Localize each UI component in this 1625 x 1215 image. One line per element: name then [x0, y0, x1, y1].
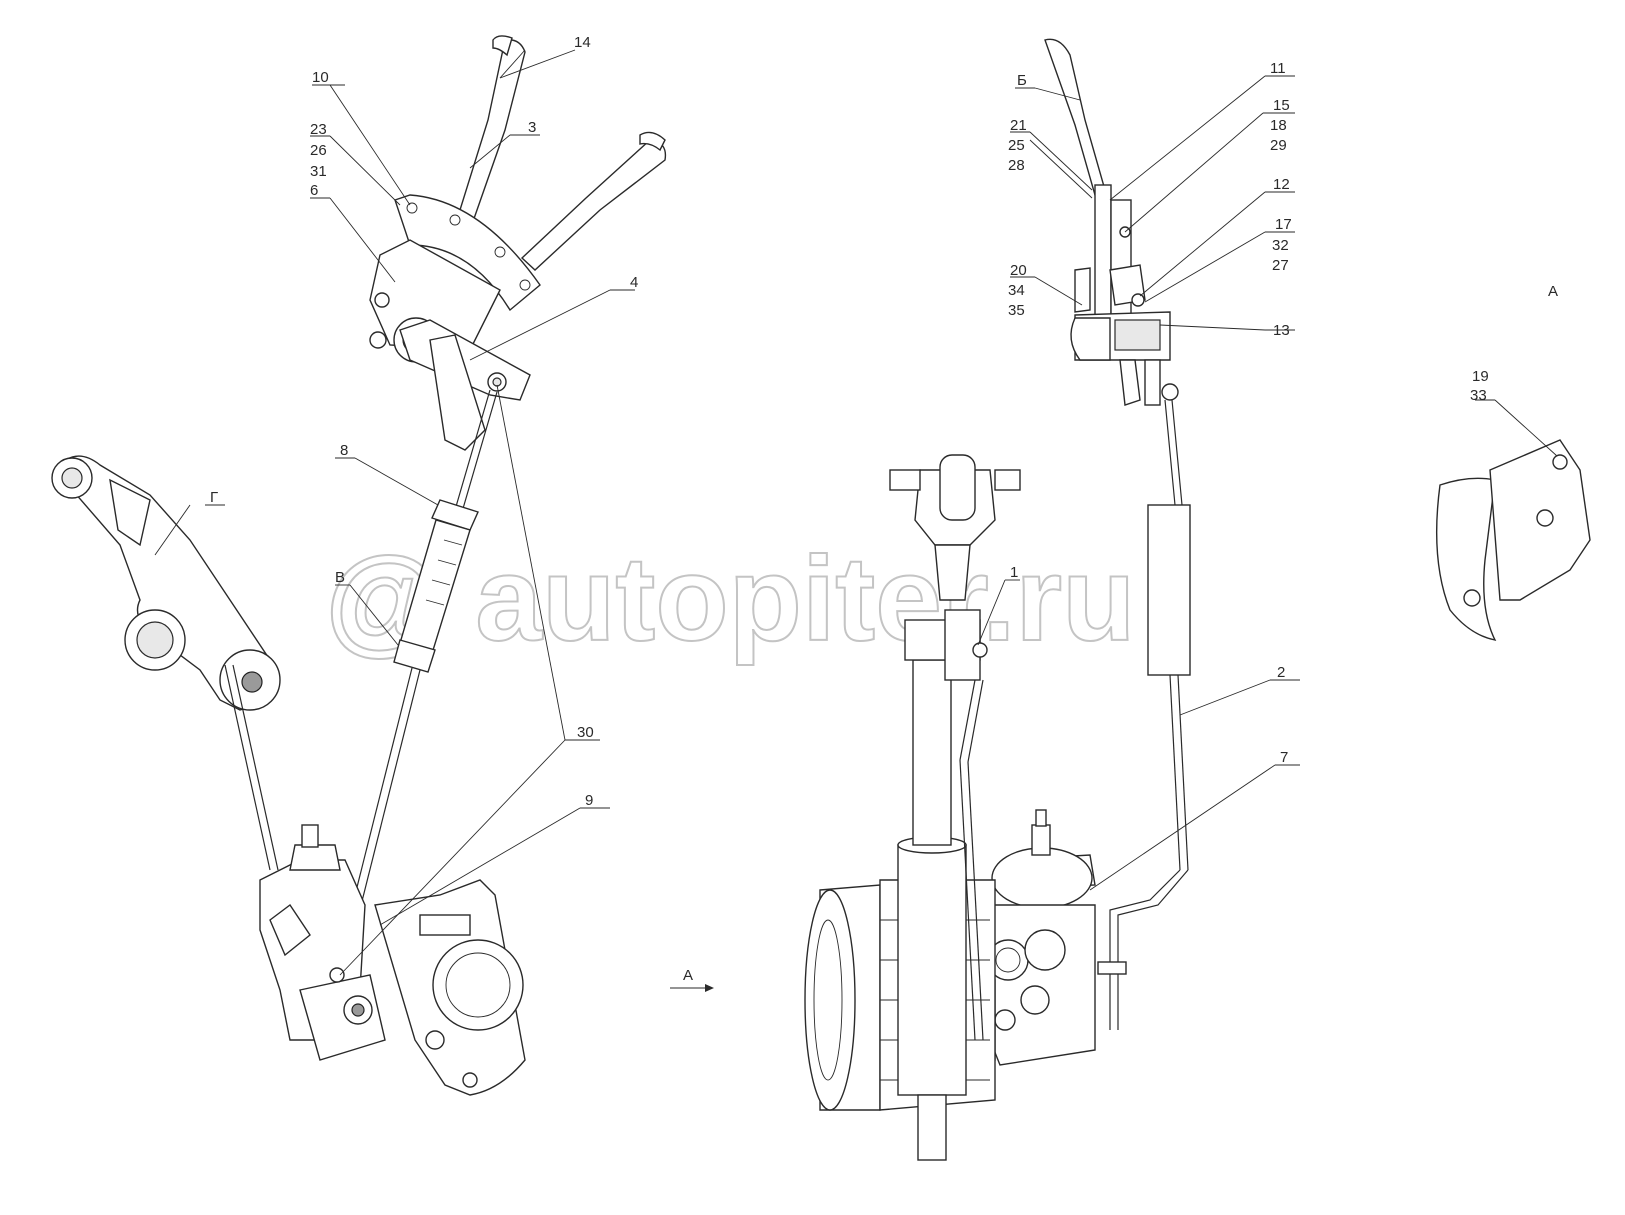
callout-B: Б [1017, 72, 1027, 89]
callout-8: 8 [340, 442, 348, 459]
callout-27: 27 [1272, 257, 1289, 274]
callout-30: 30 [577, 724, 594, 741]
callout-25: 25 [1008, 137, 1025, 154]
callout-23: 23 [310, 121, 327, 138]
callout-10: 10 [312, 69, 329, 86]
view-a-label: A [1548, 283, 1558, 300]
callout-29: 29 [1270, 137, 1287, 154]
callout-20: 20 [1010, 262, 1027, 279]
callout-3: 3 [528, 119, 536, 136]
callout-9: 9 [585, 792, 593, 809]
callout-28: 28 [1008, 157, 1025, 174]
callout-14: 14 [574, 34, 591, 51]
view-arrow-a: A [670, 967, 714, 992]
callout-13: 13 [1273, 322, 1290, 339]
view-a-detail: A 19 33 [1435, 283, 1591, 641]
callout-4: 4 [630, 274, 638, 291]
left-lever-assembly: 14 10 3 23 26 31 6 4 8 Г В 30 9 [51, 34, 667, 1096]
callout-7: 7 [1280, 749, 1288, 766]
callout-32: 32 [1272, 237, 1289, 254]
callout-V: В [335, 569, 345, 586]
callout-33: 33 [1470, 387, 1487, 404]
callout-18: 18 [1270, 117, 1287, 134]
callout-2: 2 [1277, 664, 1285, 681]
callout-6: 6 [310, 182, 318, 199]
callout-21: 21 [1010, 117, 1027, 134]
callout-G: Г [210, 489, 218, 506]
callout-11: 11 [1270, 60, 1286, 77]
callout-34: 34 [1008, 282, 1025, 299]
view-arrow-label: A [683, 967, 693, 984]
callout-19: 19 [1472, 368, 1489, 385]
callout-35: 35 [1008, 302, 1025, 319]
callout-15: 15 [1273, 97, 1290, 114]
callout-31: 31 [310, 163, 327, 180]
right-lever-assembly: Б 11 15 18 29 21 25 28 12 17 32 27 20 34… [804, 38, 1300, 1161]
callout-17: 17 [1275, 216, 1292, 233]
callout-1: 1 [1010, 564, 1018, 581]
callout-12: 12 [1273, 176, 1290, 193]
callout-26: 26 [310, 142, 327, 159]
